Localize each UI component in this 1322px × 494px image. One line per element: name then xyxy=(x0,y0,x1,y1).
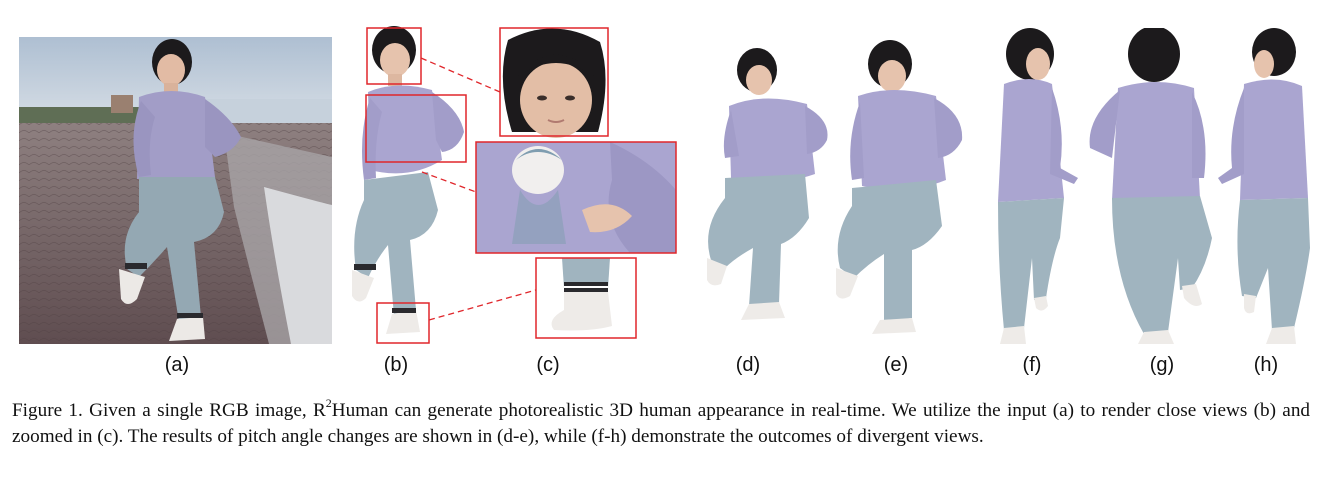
sublabel-b: (b) xyxy=(383,354,409,376)
sublabel-g: (g) xyxy=(1149,354,1175,376)
figure-caption: Figure 1. Given a single RGB image, R2Hu… xyxy=(12,395,1311,450)
person-figure-b xyxy=(352,26,464,334)
render-view-g xyxy=(1082,28,1227,346)
zoomed-face xyxy=(499,27,609,138)
sublabel-d: (d) xyxy=(735,354,761,376)
caption-suffix: Human can generate photorealistic 3D hum… xyxy=(12,400,1311,447)
sublabel-f: (f) xyxy=(1022,354,1042,376)
close-view-panel xyxy=(350,20,690,345)
highlight-box-foot xyxy=(376,302,430,344)
zoomed-foot xyxy=(535,257,637,339)
render-view-h xyxy=(1210,28,1320,346)
zoomed-torso xyxy=(475,141,677,254)
sublabel-h: (h) xyxy=(1253,354,1279,376)
highlight-box-torso xyxy=(365,94,467,163)
sublabel-c: (c) xyxy=(536,354,560,376)
input-photo xyxy=(19,37,332,344)
caption-superscript: 2 xyxy=(325,395,332,410)
render-view-f xyxy=(990,28,1090,346)
caption-prefix: Figure 1. Given a single RGB image, R xyxy=(12,400,326,421)
render-view-e xyxy=(832,40,967,335)
render-view-d xyxy=(695,48,835,323)
person-figure-a xyxy=(119,39,241,341)
sublabel-e: (e) xyxy=(883,354,909,376)
sublabel-a: (a) xyxy=(164,354,190,376)
highlight-box-face xyxy=(366,27,422,85)
